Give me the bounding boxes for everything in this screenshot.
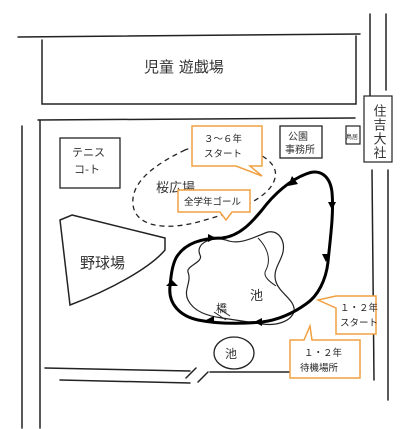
arrow-bottom-left bbox=[206, 316, 214, 324]
arrow-left-up bbox=[166, 280, 178, 286]
callout-grade1-2-waiting: １・２年 待機場所 bbox=[289, 323, 361, 379]
tennis-court-outline bbox=[59, 137, 121, 189]
arrow-bottom bbox=[254, 318, 262, 326]
small-building-outline bbox=[345, 125, 361, 145]
small-pond-outline bbox=[213, 336, 255, 370]
callout-grade1-2-waiting-line1: １・２年 bbox=[304, 347, 343, 359]
baseball-field-label: 野球場 bbox=[80, 254, 125, 272]
callout-grade3-6-start: ３～６年 スタート bbox=[191, 125, 263, 177]
tennis-court-label-1: テニス bbox=[72, 146, 105, 159]
playground-label: 児童 遊戯場 bbox=[144, 58, 224, 76]
park-office-outline bbox=[279, 125, 323, 159]
arrow-right-low bbox=[322, 254, 330, 262]
route-arrows bbox=[166, 176, 336, 326]
callout-grade1-2-waiting-line2: 待機場所 bbox=[300, 362, 339, 374]
tennis-court-label-2: コ-ト bbox=[74, 163, 100, 176]
callout-grade3-6-start-line1: ３～６年 bbox=[204, 133, 243, 145]
arrow-right-down bbox=[328, 202, 336, 210]
small-building-label: 鳥居 bbox=[346, 133, 358, 141]
running-route bbox=[168, 170, 335, 325]
road-lines bbox=[17, 13, 389, 429]
main-pond-label: 池 bbox=[250, 289, 263, 304]
callout-grade1-2-start-line1: １・２年 bbox=[340, 302, 379, 314]
bridge-label: 橋 bbox=[216, 301, 227, 315]
arrow-upper bbox=[288, 176, 298, 186]
callout-all-grades-goal: 全学年ゴール bbox=[177, 189, 251, 222]
baseball-field-outline bbox=[59, 214, 166, 307]
bridge-drawing bbox=[213, 307, 231, 321]
callout-grade1-2-start-line2: スタート bbox=[340, 318, 378, 329]
shrine-box bbox=[363, 95, 393, 163]
pond-inner-detail bbox=[257, 237, 277, 287]
callout-grade1-2-start: １・２年 スタート bbox=[315, 295, 379, 335]
arrow-mid-left bbox=[208, 234, 216, 242]
park-office-label-2: 事務所 bbox=[285, 143, 315, 156]
main-pond-outline bbox=[185, 231, 295, 326]
shrine-label: 住吉大社 bbox=[371, 104, 387, 160]
callout-all-grades-goal-label: 全学年ゴール bbox=[184, 196, 242, 208]
park-office-label-1: 公園 bbox=[288, 131, 308, 143]
small-pond-label: 池 bbox=[225, 347, 237, 361]
callout-grade3-6-start-line2: スタート bbox=[204, 149, 242, 160]
